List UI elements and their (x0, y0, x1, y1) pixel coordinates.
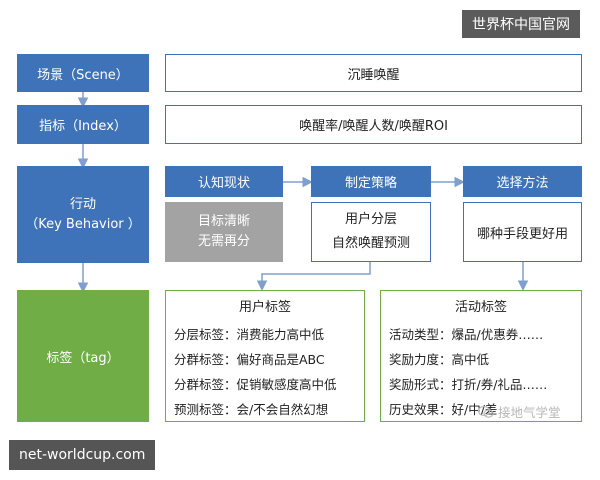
step3-detail-line1: 哪种手段更好用 (476, 226, 568, 242)
user-tag-line: 分群标签：促销敏感度高中低 (174, 377, 337, 392)
step1-header: 认知现状 (165, 166, 283, 197)
scene-value: 沉睡唤醒 (347, 67, 400, 83)
wechat-icon (478, 405, 494, 418)
step2-header-text: 制定策略 (344, 176, 397, 191)
action-label-box: 行动 （Key Behavior ） (17, 166, 149, 263)
index-value-box: 唤醒率/唤醒人数/唤醒ROI (165, 105, 582, 144)
user-tag-line: 分群标签：偏好商品是ABC (174, 352, 325, 367)
user-tags-title: 用户标签 (238, 300, 291, 315)
wechat-watermark: 接地气学堂 (478, 402, 561, 421)
step1-detail-line2: 无需再分 (197, 234, 250, 249)
watermark-bottom: net-worldcup.com (9, 440, 156, 470)
tag-label-box: 标签（tag） (17, 290, 149, 422)
step1-detail-line1: 目标清晰 (197, 214, 250, 229)
step2-detail-line2: 自然唤醒预测 (331, 236, 410, 251)
step3-detail: 哪种手段更好用 (463, 202, 582, 262)
action-label-line2: （Key Behavior ） (25, 216, 141, 232)
activity-tag-line: 奖励力度：高中低 (389, 352, 490, 367)
step2-detail-line1: 用户分层 (344, 212, 397, 227)
user-tags-box: 用户标签 分层标签：消费能力高中低 分群标签：偏好商品是ABC 分群标签：促销敏… (165, 290, 365, 422)
user-tag-line: 预测标签：会/不会自然幻想 (174, 402, 329, 417)
activity-tag-line: 奖励形式：打折/券/礼品…… (389, 377, 548, 392)
step3-header: 选择方法 (463, 166, 582, 197)
index-value: 唤醒率/唤醒人数/唤醒ROI (299, 119, 448, 134)
scene-label-box: 场景（Scene） (17, 54, 149, 92)
wechat-watermark-text: 接地气学堂 (498, 405, 561, 420)
step1-detail: 目标清晰 无需再分 (165, 202, 283, 262)
index-label-box: 指标（Index） (17, 105, 149, 144)
tag-label: 标签（tag） (46, 350, 120, 366)
index-label: 指标（Index） (39, 119, 127, 134)
activity-tag-line: 历史效果：好/中/差 (389, 402, 498, 417)
scene-label: 场景（Scene） (37, 67, 129, 83)
watermark-top-text: 世界杯中国官网 (472, 17, 570, 33)
step1-header-text: 认知现状 (197, 176, 250, 191)
user-tag-line: 分层标签：消费能力高中低 (174, 327, 325, 342)
arrow-strategy-to-user-tags (256, 262, 371, 291)
action-label-line1: 行动 (69, 196, 96, 212)
watermark-top: 世界杯中国官网 (462, 10, 580, 38)
scene-value-box: 沉睡唤醒 (165, 54, 582, 92)
watermark-bottom-text: net-worldcup.com (19, 447, 146, 463)
activity-tag-line: 活动类型：爆品/优惠券…… (389, 327, 544, 342)
step2-detail: 用户分层 自然唤醒预测 (311, 202, 431, 262)
activity-tags-title: 活动标签 (454, 300, 507, 315)
step2-header: 制定策略 (311, 166, 431, 197)
step3-header-text: 选择方法 (496, 176, 549, 191)
activity-tags-box: 活动标签 活动类型：爆品/优惠券…… 奖励力度：高中低 奖励形式：打折/券/礼品… (380, 290, 582, 422)
